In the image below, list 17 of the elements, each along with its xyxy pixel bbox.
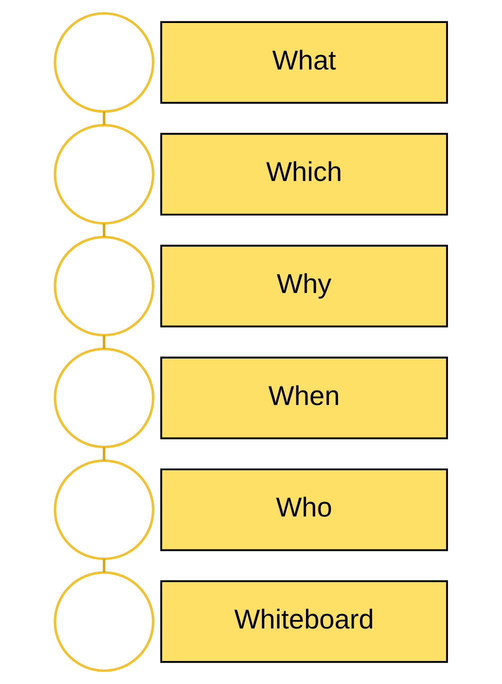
node-box: Why xyxy=(160,244,448,328)
connector xyxy=(102,112,106,126)
node-box: When xyxy=(160,356,448,440)
connector xyxy=(102,335,106,349)
node-circle xyxy=(54,348,154,448)
node-box: Whiteboard xyxy=(160,580,448,663)
node-circle xyxy=(54,12,154,113)
connector xyxy=(102,447,106,461)
node-circle xyxy=(54,124,154,225)
node-circle xyxy=(54,459,154,560)
connector xyxy=(102,558,106,572)
node-box: What xyxy=(160,21,448,104)
node-circle xyxy=(54,236,154,336)
connector xyxy=(102,223,106,237)
node-circle xyxy=(54,571,154,672)
node-box: Who xyxy=(160,468,448,552)
node-box: Which xyxy=(160,132,448,216)
